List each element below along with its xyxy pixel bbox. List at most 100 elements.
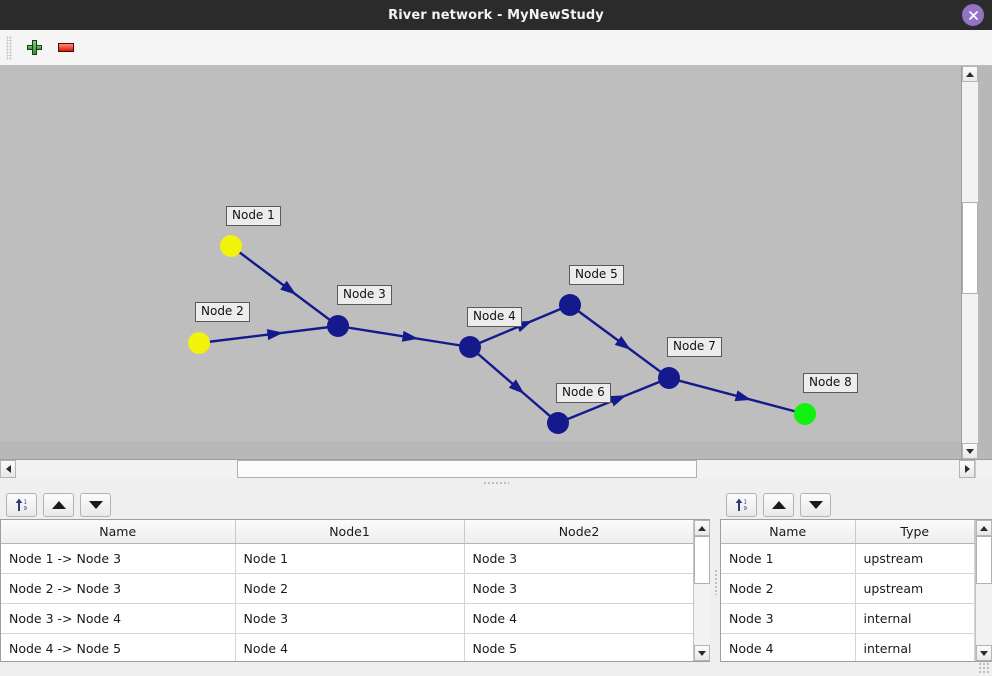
graph-node[interactable] <box>658 367 680 389</box>
nodes-scroll-down-button[interactable] <box>976 645 992 661</box>
reaches-move-down-button[interactable] <box>80 492 111 517</box>
add-node-button[interactable] <box>18 33 50 63</box>
reaches-table-cell[interactable]: Node 1 <box>235 543 465 574</box>
scroll-up-button[interactable] <box>962 66 978 82</box>
nodes-vscroll-thumb[interactable] <box>976 536 992 584</box>
nodes-scroll-up-button[interactable] <box>976 520 992 536</box>
splitter-grip <box>483 481 509 484</box>
reaches-move-up-button[interactable] <box>43 492 74 517</box>
reaches-table-cell[interactable]: Node 2 -> Node 3 <box>1 573 236 604</box>
nodes-move-down-button[interactable] <box>800 492 831 517</box>
vertical-splitter[interactable] <box>710 487 720 676</box>
reaches-vscroll-track[interactable] <box>694 536 710 645</box>
reaches-table-cell[interactable]: Node 3 <box>464 573 693 604</box>
graph-node[interactable] <box>559 294 581 316</box>
arrow-up-icon <box>51 500 66 509</box>
nodes-table-cell[interactable]: internal <box>855 603 975 634</box>
nodes-table-cell[interactable]: Node 3 <box>721 603 856 634</box>
toolbar-grip[interactable] <box>6 35 12 60</box>
reaches-column-header[interactable]: Name <box>1 520 236 544</box>
nodes-table-cell[interactable]: upstream <box>855 573 975 604</box>
canvas-vscroll-track[interactable] <box>962 82 978 443</box>
reaches-table-cell[interactable]: Node 4 <box>235 633 465 661</box>
reaches-table-cell[interactable]: Node 2 <box>235 573 465 604</box>
graph-node-label[interactable]: Node 2 <box>195 302 250 322</box>
reaches-scroll-down-button[interactable] <box>694 645 710 661</box>
horizontal-splitter[interactable] <box>0 478 992 487</box>
close-icon <box>968 10 978 20</box>
reaches-table-cell[interactable]: Node 3 <box>235 603 465 634</box>
reaches-scroll-up-button[interactable] <box>694 520 710 536</box>
reaches-table-cell[interactable]: Node 1 -> Node 3 <box>1 543 236 574</box>
window-resize-grip[interactable] <box>978 662 990 674</box>
nodes-table-cell[interactable]: Node 4 <box>721 633 856 661</box>
graph-node-label[interactable]: Node 4 <box>467 307 522 327</box>
graph-node-label[interactable]: Node 3 <box>337 285 392 305</box>
nodes-table-cell[interactable]: Node 2 <box>721 573 856 604</box>
canvas-hscroll-thumb[interactable] <box>237 460 697 478</box>
nodes-move-up-button[interactable] <box>763 492 794 517</box>
canvas-vscroll-thumb[interactable] <box>962 202 978 294</box>
window-title: River network - MyNewStudy <box>388 7 604 23</box>
nodes-column-header[interactable]: Name <box>721 520 856 544</box>
graph-node-label[interactable]: Node 6 <box>556 383 611 403</box>
arrow-up-icon <box>771 500 786 509</box>
nodes-table-cell[interactable]: Node 1 <box>721 543 856 574</box>
nodes-table-cell[interactable]: upstream <box>855 543 975 574</box>
canvas-vertical-scrollbar[interactable] <box>961 66 978 459</box>
svg-text:9: 9 <box>24 506 28 512</box>
reaches-table-cell[interactable]: Node 3 <box>464 543 693 574</box>
reaches-toolbar: 1 9 <box>0 487 710 519</box>
arrow-right-icon <box>964 465 970 473</box>
nodes-vertical-scrollbar[interactable] <box>975 520 992 661</box>
graph-node-label[interactable]: Node 7 <box>667 337 722 357</box>
reaches-vertical-scrollbar[interactable] <box>693 520 710 661</box>
graph-node[interactable] <box>188 332 210 354</box>
remove-node-button[interactable] <box>50 33 82 63</box>
nodes-panel-footer <box>720 662 992 676</box>
reaches-column-header[interactable]: Node1 <box>235 520 465 544</box>
graph-node[interactable] <box>794 403 816 425</box>
graph-node-label[interactable]: Node 1 <box>226 206 281 226</box>
nodes-table-cell[interactable]: internal <box>855 633 975 661</box>
reaches-column-header[interactable]: Node2 <box>464 520 693 544</box>
graph-node[interactable] <box>459 336 481 358</box>
reaches-table-cell[interactable]: Node 3 -> Node 4 <box>1 603 236 634</box>
nodes-vscroll-track[interactable] <box>976 536 992 645</box>
canvas-hscroll-track[interactable] <box>16 460 959 478</box>
graph-node[interactable] <box>547 412 569 434</box>
reaches-table-cell[interactable]: Node 4 <box>464 603 693 634</box>
reaches-table-cell[interactable]: Node 5 <box>464 633 693 661</box>
nodes-toolbar: 1 9 <box>720 487 992 519</box>
graph-canvas[interactable]: Node 1 Node 2 Node 3 Node 4 Node 5 Node 6 Node… <box>0 66 961 441</box>
nodes-sort-button[interactable]: 1 9 <box>726 492 757 517</box>
graph-node-label[interactable]: Node 5 <box>569 265 624 285</box>
graph-node[interactable] <box>220 235 242 257</box>
scroll-right-button[interactable] <box>959 460 975 478</box>
scroll-left-button[interactable] <box>0 460 16 478</box>
scroll-down-button[interactable] <box>962 443 978 459</box>
edge-arrow-icon <box>266 329 284 341</box>
graph-node-label[interactable]: Node 8 <box>803 373 858 393</box>
close-button[interactable] <box>962 4 984 26</box>
graph-node[interactable] <box>327 315 349 337</box>
reaches-vscroll-thumb[interactable] <box>694 536 710 584</box>
reaches-table-cell[interactable]: Node 4 -> Node 5 <box>1 633 236 661</box>
svg-text:9: 9 <box>744 506 748 512</box>
canvas-horizontal-scrollbar[interactable] <box>0 459 992 478</box>
nodes-column-header[interactable]: Type <box>855 520 975 544</box>
reaches-sort-button[interactable]: 1 9 <box>6 492 37 517</box>
